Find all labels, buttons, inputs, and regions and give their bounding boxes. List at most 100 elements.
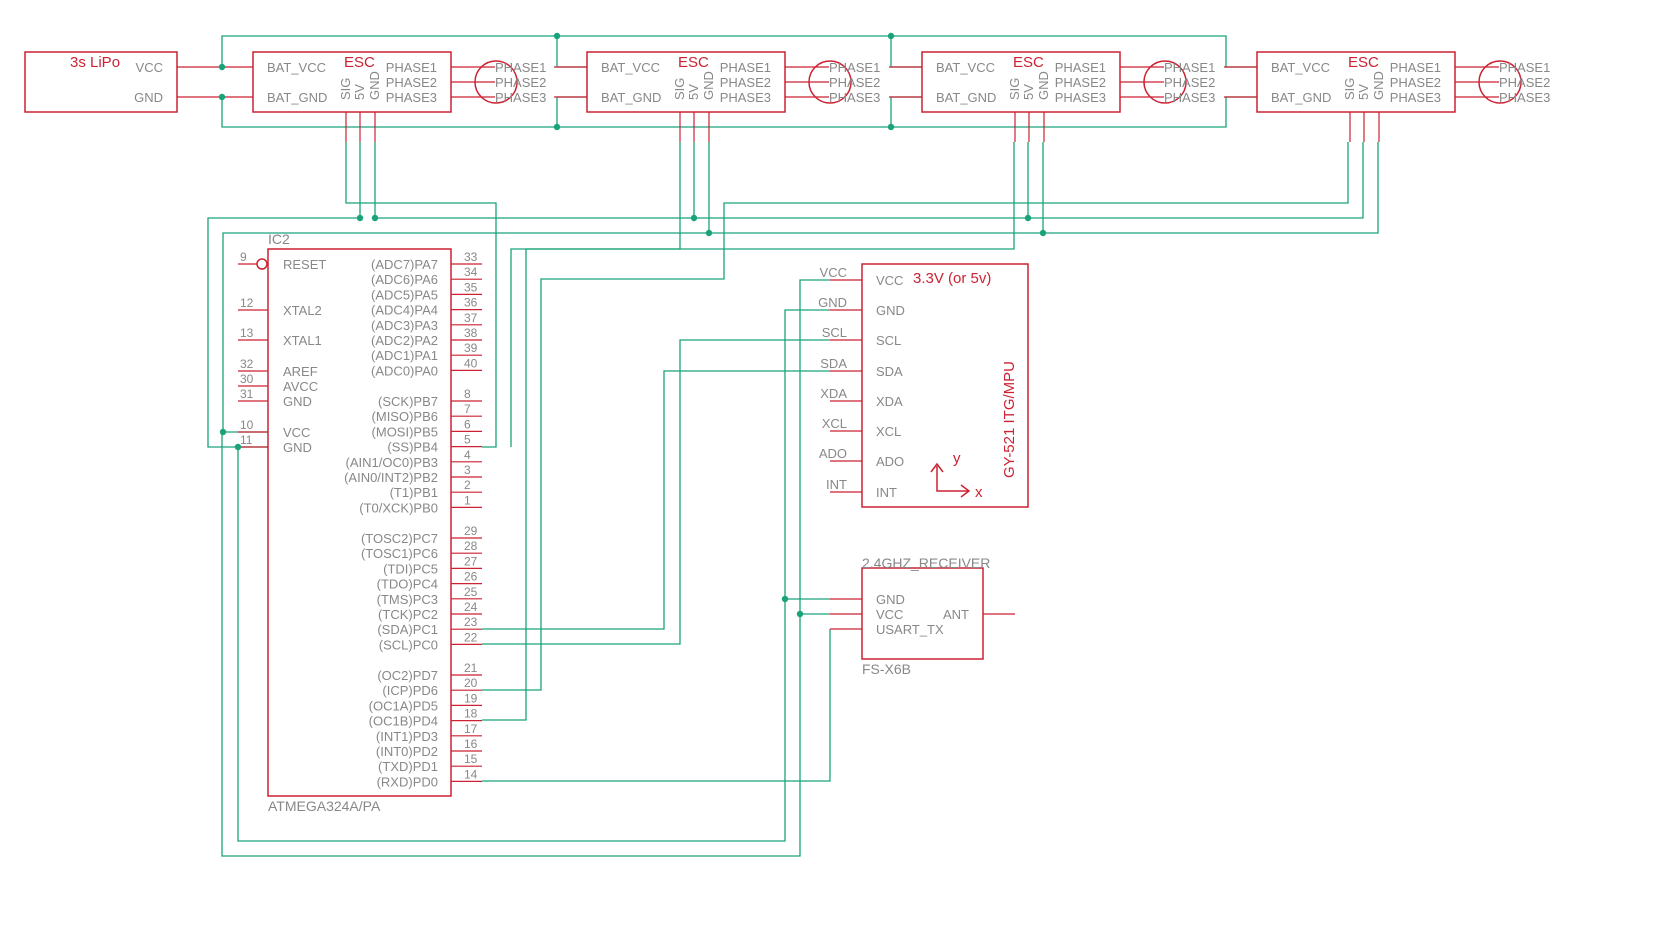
scl-wire (482, 339, 830, 645)
mcu-right-pin-19-number: 19 (464, 691, 478, 705)
mcu-right-pin-15-label: (TXD)PD1 (378, 759, 438, 774)
imu-int-label: INT (876, 485, 897, 500)
mcu-right-pin-39-number: 39 (464, 341, 478, 355)
mcu-right-pin-38-number: 38 (464, 326, 478, 340)
imu-vcc-label: VCC (876, 273, 903, 288)
battery-box (24, 51, 178, 113)
junction-dot-15 (781, 595, 789, 603)
junction-dot-16 (796, 610, 804, 618)
esc-2-motor-phase3-label: PHASE3 (829, 90, 880, 105)
esc-2-motor-phase2-label: PHASE2 (829, 75, 880, 90)
esc-3-title: ESC (1013, 54, 1044, 71)
mcu-right-pin-20-label: (ICP)PD6 (382, 683, 438, 698)
esc-4-phase3-label: PHASE3 (1390, 90, 1441, 105)
mcu-right-pin-4-label: (AIN1/OC0)PB3 (346, 455, 438, 470)
mcu-right-pin-37-label: (ADC3)PA3 (371, 318, 438, 333)
esc-4-bat-vcc-label: BAT_VCC (1271, 60, 1330, 75)
mcu-left-pin-9-number: 9 (240, 250, 247, 264)
mcu-body (267, 248, 452, 797)
esc-2-phase2-label: PHASE2 (720, 75, 771, 90)
esc-2-phase3-label: PHASE3 (720, 90, 771, 105)
mcu-right-pin-24-label: (TCK)PC2 (378, 607, 438, 622)
mcu-left-pin-13-label: XTAL1 (283, 333, 322, 348)
esc-4-motor-phase2-label: PHASE2 (1499, 75, 1550, 90)
esc-4-motor-symbol (1478, 60, 1522, 104)
mcu-right-pin-8-label: (SCK)PB7 (378, 394, 438, 409)
mcu-right-pin-5-number: 5 (464, 433, 471, 447)
battery-gnd-label: GND (134, 90, 163, 105)
mcu-right-pin-26-label: (TDO)PC4 (377, 577, 438, 592)
mcu-right-pin-21-number: 21 (464, 661, 478, 675)
esc-2-motor-symbol (808, 60, 852, 104)
esc-3-motor-phase2-label: PHASE2 (1164, 75, 1215, 90)
esc-2-title: ESC (678, 54, 709, 71)
esc-2-gnd-label: GND (701, 71, 716, 100)
reset-inverter-bubble (256, 258, 268, 270)
junction-dot-1 (218, 63, 226, 71)
mcu-right-pin-34-label: (ADC6)PA6 (371, 272, 438, 287)
imu-axis-x-label: x (975, 484, 983, 501)
mcu-right-pin-28-label: (TOSC1)PC6 (361, 546, 438, 561)
mcu-right-pin-3-number: 3 (464, 463, 471, 477)
esc-4-gnd-label: GND (1371, 71, 1386, 100)
esc-3-motor-phase1-label: PHASE1 (1164, 60, 1215, 75)
imu-int-net-label: INT (826, 477, 847, 492)
imu-vcc-wire (221, 279, 830, 857)
junction-dot-13 (219, 428, 227, 436)
imu-axis-y-label: y (953, 450, 961, 467)
mcu-right-pin-35-number: 35 (464, 280, 478, 294)
esc-4-gnd-wire (709, 142, 1379, 234)
mcu-right-pin-8-number: 8 (464, 387, 471, 401)
esc-1-bat-vcc-label: BAT_VCC (267, 60, 326, 75)
junction-dot-5 (887, 32, 895, 40)
junction-dot-11 (1024, 214, 1032, 222)
esc-4-bat-gnd-label: BAT_GND (1271, 90, 1331, 105)
esc-2-gnd-wire (556, 96, 587, 127)
junction-dot-2 (218, 93, 226, 101)
esc-3-phase2-label: PHASE2 (1055, 75, 1106, 90)
imu-scl-label: SCL (876, 333, 901, 348)
mcu-right-pin-40-label: (ADC0)PA0 (371, 363, 438, 378)
mcu-left-pin-30-number: 30 (240, 372, 254, 386)
mcu-right-pin-17-label: (INT1)PD3 (376, 729, 438, 744)
mcu-right-pin-7-number: 7 (464, 402, 471, 416)
esc-1-5v-wire (207, 142, 361, 448)
mcu-right-pin-17-number: 17 (464, 722, 478, 736)
mcu-right-pin-34-number: 34 (464, 265, 478, 279)
junction-dot-12 (1039, 229, 1047, 237)
esc-1-phase3-label: PHASE3 (386, 90, 437, 105)
imu-y-arrowhead (930, 462, 944, 473)
mcu-right-pin-33-number: 33 (464, 250, 478, 264)
imu-scl-net-label: SCL (822, 325, 847, 340)
esc-4-5v-label: 5V (1356, 84, 1371, 100)
mcu-right-pin-29-number: 29 (464, 524, 478, 538)
junction-layer (218, 32, 1047, 618)
esc-4-motor-phase1-label: PHASE1 (1499, 60, 1550, 75)
imu-board (861, 263, 1029, 508)
mcu-right-pin-25-number: 25 (464, 585, 478, 599)
battery-vcc-label: VCC (136, 60, 163, 75)
esc-1-motor-phase2-label: PHASE2 (495, 75, 546, 90)
receiver-ant-label: ANT (943, 607, 969, 622)
mcu-right-pin-3-label: (AIN0/INT2)PB2 (344, 470, 438, 485)
esc-4-phase1-label: PHASE1 (1390, 60, 1441, 75)
esc-1-motor-phase1-label: PHASE1 (495, 60, 546, 75)
mcu-left-pin-31-number: 31 (240, 387, 254, 401)
imu-xcl-net-label: XCL (822, 416, 847, 431)
mcu-right-pin-2-label: (T1)PB1 (390, 485, 438, 500)
esc-4-motor-phase3-label: PHASE3 (1499, 90, 1550, 105)
esc-3-phase3-label: PHASE3 (1055, 90, 1106, 105)
mcu-right-pin-4-number: 4 (464, 448, 471, 462)
receiver-usart-tx-label: USART_TX (876, 622, 944, 637)
esc-3-motor-phase3-label: PHASE3 (1164, 90, 1215, 105)
parts-layer (24, 51, 1522, 797)
imu-sda-net-label: SDA (820, 356, 847, 371)
esc-4-sig-wire (482, 142, 1349, 691)
mcu-right-pin-22-number: 22 (464, 630, 478, 644)
esc-3-gnd-wire (890, 96, 922, 127)
mcu-left-pin-11-number: 11 (240, 433, 253, 447)
mcu-left-pin-13-number: 13 (240, 326, 254, 340)
esc-3-motor-symbol (1143, 60, 1187, 104)
wire-layer (207, 35, 1379, 857)
